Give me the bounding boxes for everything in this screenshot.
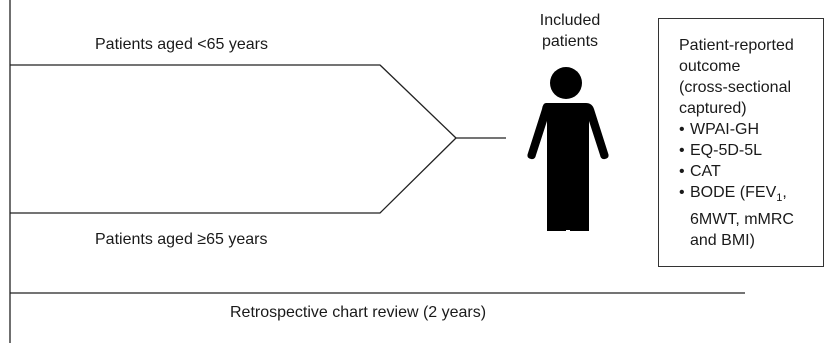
under-65-cohort-line	[10, 64, 457, 139]
list-item-subscript: 1	[776, 192, 783, 205]
person-silhouette-icon	[527, 67, 609, 231]
list-item-text: BODE (FEV	[690, 184, 777, 201]
pro-title-line-1: Patient-reported	[679, 37, 794, 54]
list-item-text: CAT	[690, 163, 721, 180]
patient-reported-outcome-box: Patient-reported outcome (cross-sectiona…	[658, 18, 824, 267]
included-label-line-1: Included	[539, 12, 601, 29]
list-item-continuation-1: 6MWT, mMRC	[690, 211, 794, 229]
under-65-group-label: Patients aged <65 years	[95, 36, 269, 53]
list-item-bode: BODE (FEV1, 6MWT, mMRC and BMI)	[679, 182, 815, 251]
list-item-wpai-gh: WPAI-GH	[679, 119, 815, 140]
list-item-suffix: ,	[782, 184, 787, 201]
over-65-cohort-line	[10, 137, 457, 214]
timeline-label: Retrospective chart review (2 years)	[230, 304, 487, 321]
pro-title-line-3: (cross-sectional	[679, 79, 792, 96]
included-label-line-2: patients	[541, 33, 599, 50]
pro-title-line-2: outcome	[679, 58, 741, 75]
list-item-eq-5d-5l: EQ-5D-5L	[679, 140, 815, 161]
list-item-text: WPAI-GH	[690, 121, 760, 138]
list-item-continuation-2: and BMI)	[690, 232, 755, 250]
list-item-text: EQ-5D-5L	[690, 142, 763, 159]
over-65-group-label: Patients aged ≥65 years	[95, 231, 268, 248]
pro-outcome-list: WPAI-GH EQ-5D-5L CAT BODE (FEV1, 6MWT, m…	[679, 119, 815, 251]
pro-title-line-4: captured)	[679, 100, 747, 117]
list-item-cat: CAT	[679, 161, 815, 182]
included-patients-label: Included patients	[520, 10, 620, 52]
